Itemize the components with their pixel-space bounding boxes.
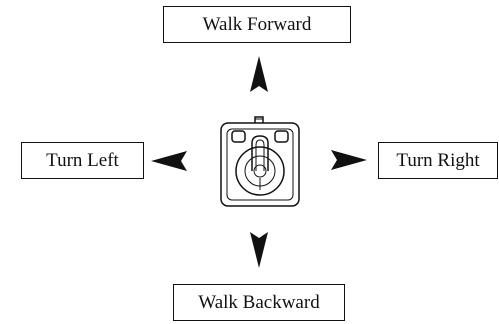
turn-right-label: Turn Right: [378, 142, 498, 179]
walk-backward-label: Walk Backward: [173, 284, 345, 321]
arrow-left-icon: [151, 151, 187, 171]
arrow-right-icon: [331, 150, 367, 170]
walk-forward-label: Walk Forward: [163, 6, 351, 43]
joystick-icon: [220, 116, 300, 207]
turn-left-label: Turn Left: [21, 142, 144, 179]
arrow-up-icon: [250, 56, 268, 92]
arrow-down-icon: [250, 232, 268, 268]
